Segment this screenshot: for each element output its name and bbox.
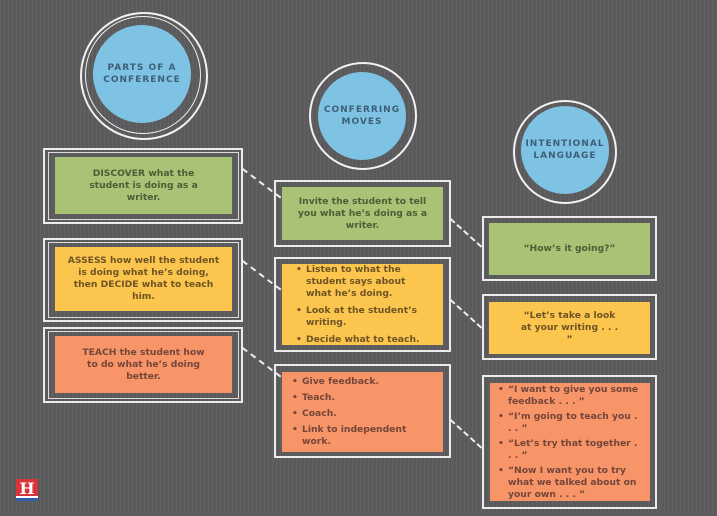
bullet-list: Give feedback. Teach. Coach. Link to ind… <box>282 373 443 451</box>
card-text: TEACH the student how to do what he’s do… <box>82 346 205 382</box>
connector-dashed-line <box>449 419 483 449</box>
heading-line-2: MOVES <box>341 117 383 127</box>
circle-label: CONFERRING MOVES <box>318 72 406 160</box>
card-text: ASSESS how well the student is doing wha… <box>67 255 220 302</box>
heading-line-2: LANGUAGE <box>533 151 597 161</box>
connector-dashed-line <box>449 299 483 329</box>
card-feedback-teach-coach-link: Give feedback. Teach. Coach. Link to ind… <box>282 372 443 452</box>
card-frame <box>482 375 657 509</box>
card-invite: Invite the student to tell you what he’s… <box>282 187 443 240</box>
circle-label: PARTS OF A CONFERENCE <box>93 25 191 123</box>
list-item: Decide what to teach. <box>296 334 433 346</box>
list-item: “Let’s try that together . . . ” <box>498 438 644 462</box>
card-teach: TEACH the student how to do what he’s do… <box>55 336 232 393</box>
list-item: Link to independent work. <box>292 424 433 448</box>
circle-outer-ring <box>80 12 208 140</box>
list-item: Listen to what the student says about wh… <box>296 264 433 300</box>
card-listen-look-decide: Listen to what the student says about wh… <box>282 264 443 346</box>
circle-ring <box>309 62 417 170</box>
card-frame-outer <box>43 148 243 224</box>
card-text: Invite the student to tell you what he’s… <box>297 195 428 231</box>
card-frame-inner <box>48 331 239 399</box>
heading-line-1: CONFERRING <box>323 105 401 115</box>
list-item: “Now I want you to try what we talked ab… <box>498 465 644 501</box>
card-frame <box>482 294 657 360</box>
heading-line-1: INTENTIONAL <box>525 139 605 149</box>
publisher-logo-icon: H <box>16 479 38 501</box>
logo-stripe-white <box>16 496 38 498</box>
card-assess-decide: ASSESS how well the student is doing wha… <box>55 247 232 311</box>
heading-line-1: PARTS OF A <box>107 63 177 73</box>
card-text: DISCOVER what the student is doing as a … <box>89 167 198 203</box>
card-frame <box>274 364 451 458</box>
card-frame-outer <box>43 327 243 403</box>
logo-letter: H <box>19 479 35 498</box>
card-hows-it-going: “How’s it going?” <box>489 223 650 275</box>
list-item: Look at the student’s writing. <box>296 305 433 329</box>
bullet-list: Listen to what the student says about wh… <box>282 259 443 351</box>
list-item: Teach. <box>292 392 433 404</box>
heading-line-2: CONFERENCE <box>103 75 181 85</box>
card-frame-inner <box>48 242 239 318</box>
bullet-list: “I want to give you some feedback . . . … <box>490 381 650 504</box>
card-feedback-phrases: “I want to give you some feedback . . . … <box>490 383 650 501</box>
connector-dashed-line <box>449 218 483 248</box>
card-frame <box>274 257 451 352</box>
circle-inner-ring <box>85 16 201 134</box>
card-frame <box>274 180 451 247</box>
circle-ring <box>513 100 617 204</box>
logo-stripe-blue <box>16 498 38 501</box>
card-lets-take-a-look: “Let’s take a look at your writing . . .… <box>489 302 650 354</box>
card-discover: DISCOVER what the student is doing as a … <box>55 157 232 214</box>
card-text: “Let’s take a look at your writing . . .… <box>520 310 619 345</box>
circle-label: INTENTIONAL LANGUAGE <box>521 106 609 194</box>
card-frame-outer <box>43 238 243 322</box>
list-item: Give feedback. <box>292 376 433 388</box>
list-item: “I want to give you some feedback . . . … <box>498 384 644 408</box>
list-item: Coach. <box>292 408 433 420</box>
card-text: “How’s it going?” <box>523 243 616 254</box>
card-frame-inner <box>48 152 239 220</box>
card-frame <box>482 216 657 281</box>
list-item: “I’m going to teach you . . . ” <box>498 411 644 435</box>
